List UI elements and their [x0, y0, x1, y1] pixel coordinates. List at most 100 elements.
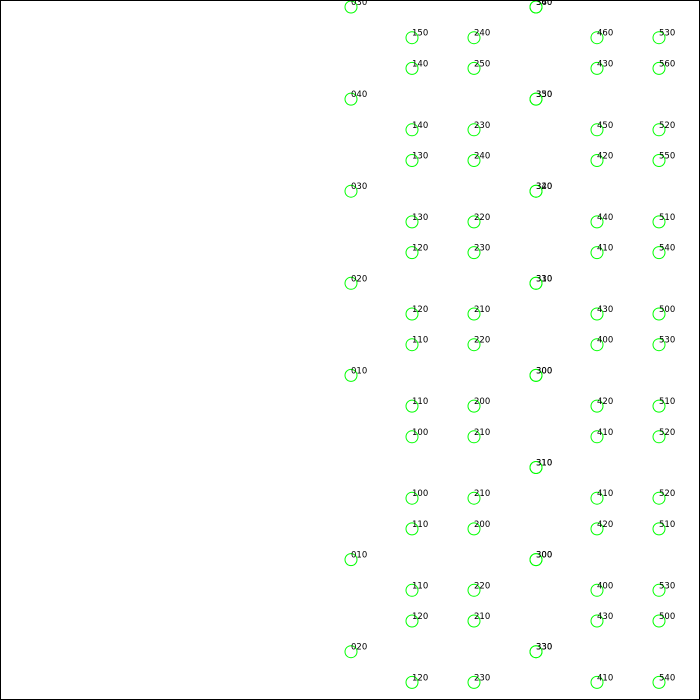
node-label: 410 — [597, 428, 613, 438]
node-circle — [652, 307, 666, 321]
node-label: 500 — [659, 305, 675, 315]
node-label: 230 — [474, 244, 490, 254]
node-circle — [652, 430, 666, 444]
node-circle — [467, 338, 481, 352]
node-label: 300 — [536, 366, 552, 376]
node-circle — [590, 154, 604, 167]
node-circle — [467, 31, 481, 45]
node-label: 420 — [597, 520, 613, 530]
node-label: 230 — [474, 673, 490, 683]
node-label: 210 — [474, 428, 490, 438]
node-label: 110 — [412, 397, 428, 407]
node-label: 310 — [536, 274, 552, 284]
node-label: 300 — [536, 366, 552, 376]
node-circle — [652, 246, 666, 260]
node-circle — [529, 368, 543, 382]
node-circle — [529, 184, 543, 198]
node-circle — [652, 123, 666, 137]
node-label: 430 — [597, 59, 613, 69]
node-circle — [405, 491, 419, 505]
node-label: 010 — [351, 551, 367, 561]
node-label: 100 — [412, 428, 428, 438]
node-label: 200 — [474, 397, 490, 407]
node-label: 510 — [659, 213, 675, 223]
node-label: 020 — [351, 274, 367, 284]
node-label: 540 — [659, 244, 675, 254]
node-circle — [529, 645, 543, 659]
node-label: 420 — [597, 152, 613, 162]
node-circle — [405, 31, 419, 45]
node-circle — [405, 61, 419, 75]
node-label: 530 — [659, 581, 675, 591]
node-circle — [405, 307, 419, 321]
node-circle — [590, 215, 604, 229]
node-label: 430 — [597, 305, 613, 315]
node-label: 530 — [659, 336, 675, 346]
node-label: 330 — [536, 643, 552, 653]
node-label: 210 — [474, 612, 490, 622]
node-circle — [405, 154, 419, 167]
node-label: 210 — [474, 489, 490, 499]
node-label: 010 — [351, 366, 367, 376]
node-circle — [652, 614, 666, 628]
node-circle — [652, 215, 666, 229]
node-circle — [590, 522, 604, 536]
node-label: 200 — [474, 520, 490, 530]
node-circle — [467, 399, 481, 413]
node-circle — [467, 215, 481, 229]
node-label: 330 — [536, 643, 552, 653]
node-label: 550 — [659, 152, 675, 162]
node-circle — [652, 491, 666, 505]
node-circle — [344, 553, 358, 567]
node-label: 130 — [412, 213, 428, 223]
node-label: 240 — [474, 29, 490, 39]
node-label: 400 — [597, 336, 613, 346]
node-label: 210 — [474, 305, 490, 315]
node-circle — [467, 522, 481, 536]
node-circle — [652, 61, 666, 75]
node-label: 410 — [597, 489, 613, 499]
node-circle — [467, 246, 481, 260]
node-label: 520 — [659, 428, 675, 438]
node-circle — [405, 614, 419, 628]
node-label: 030 — [351, 1, 367, 8]
node-circle — [652, 675, 666, 689]
node-circle — [344, 645, 358, 659]
node-label: 300 — [536, 551, 552, 561]
node-label: 220 — [474, 213, 490, 223]
node-circle — [467, 583, 481, 597]
node-label: 130 — [412, 152, 428, 162]
node-circle — [405, 583, 419, 597]
node-circle — [467, 430, 481, 444]
node-circle — [405, 430, 419, 444]
node-circle — [590, 61, 604, 75]
node-circle — [467, 491, 481, 505]
node-circle — [590, 31, 604, 45]
node-label: 120 — [412, 244, 428, 254]
node-label: 360 — [536, 1, 552, 8]
node-circle — [590, 123, 604, 137]
node-circle — [529, 276, 543, 290]
node-label: 340 — [536, 1, 552, 8]
node-label: 250 — [474, 59, 490, 69]
node-circle — [405, 215, 419, 229]
node-circle — [344, 184, 358, 198]
node-circle — [529, 92, 543, 106]
node-label: 500 — [659, 612, 675, 622]
node-label: 330 — [536, 90, 552, 100]
node-circle — [590, 675, 604, 689]
node-label: 120 — [412, 305, 428, 315]
node-label: 310 — [536, 459, 552, 469]
node-circle — [344, 368, 358, 382]
node-label: 110 — [412, 581, 428, 591]
node-label: 100 — [412, 489, 428, 499]
node-circle — [467, 123, 481, 137]
node-label: 120 — [412, 673, 428, 683]
node-circle — [344, 92, 358, 106]
node-circle — [652, 522, 666, 536]
node-label: 340 — [536, 182, 552, 192]
node-circle — [467, 307, 481, 321]
node-circle — [344, 1, 358, 14]
node-label: 420 — [597, 397, 613, 407]
